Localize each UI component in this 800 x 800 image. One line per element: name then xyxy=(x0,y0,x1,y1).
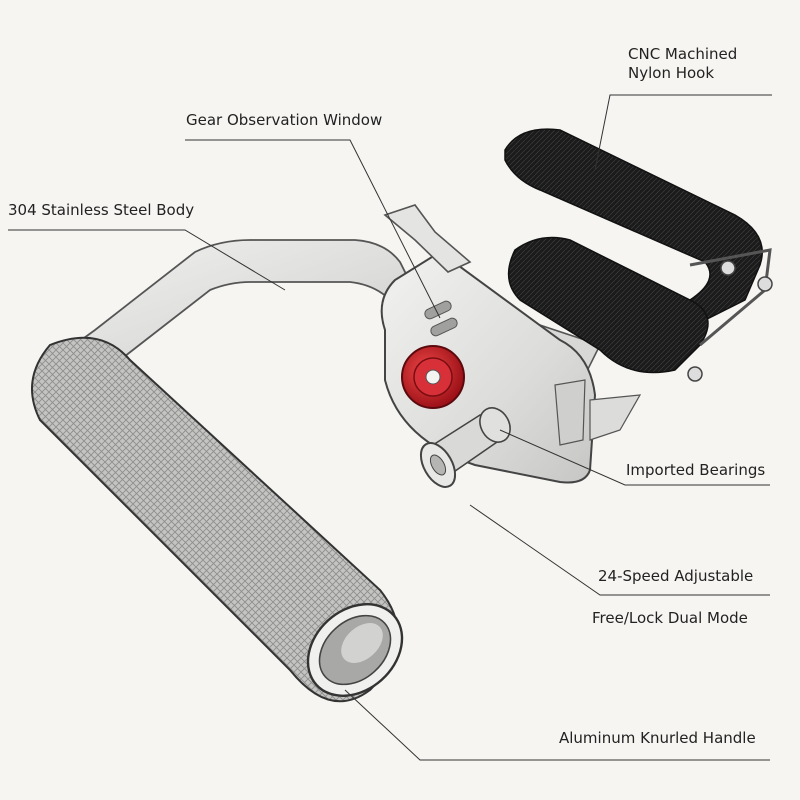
leader-gear-window xyxy=(185,139,441,319)
label-cnc-hook: CNC Machined Nylon Hook xyxy=(628,45,737,83)
label-adjustable: 24-Speed Adjustable xyxy=(598,567,754,585)
label-cnc-hook-line1: CNC Machined xyxy=(628,45,738,63)
leader-lines xyxy=(8,94,772,761)
label-dual-mode: Free/Lock Dual Mode xyxy=(592,609,748,627)
bearing-axle-shape xyxy=(419,407,511,488)
leader-adjustable xyxy=(469,504,770,596)
leader-cnc-hook xyxy=(594,94,772,171)
adjustment-knob-shape xyxy=(401,345,465,409)
knurled-handle-shape xyxy=(31,336,404,703)
label-bearings: Imported Bearings xyxy=(626,461,766,479)
leader-steel-body xyxy=(8,229,286,291)
nylon-hook-shape xyxy=(504,128,773,382)
label-handle: Aluminum Knurled Handle xyxy=(559,729,756,747)
steel-body-shape xyxy=(39,204,642,484)
label-gear-window: Gear Observation Window xyxy=(186,111,383,129)
leader-handle xyxy=(344,689,770,761)
label-steel-body: 304 Stainless Steel Body xyxy=(8,201,195,219)
leader-bearings xyxy=(499,429,770,486)
label-cnc-hook-line2: Nylon Hook xyxy=(628,64,715,82)
